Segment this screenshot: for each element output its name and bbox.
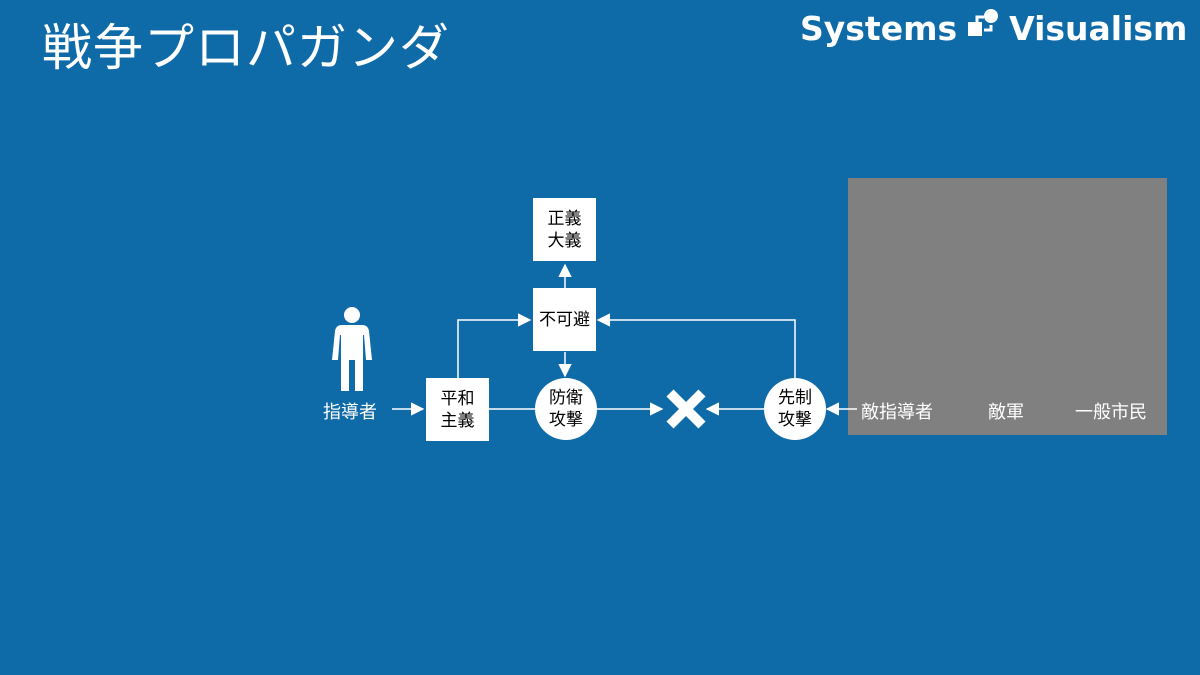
node-inevitable: 不可避 [533, 288, 596, 351]
edge-preemptive-to-inevitable [596, 313, 796, 379]
person-icon [332, 307, 372, 391]
edge-pacifism-to-inevitable [457, 313, 532, 378]
node-preemptive-line2: 攻撃 [778, 410, 812, 430]
label-leader: 指導者 [323, 402, 377, 423]
node-defense-line1: 防衛 [549, 388, 583, 408]
node-preemptive: 先制 攻撃 [764, 378, 826, 440]
node-justice: 正義 大義 [533, 198, 596, 261]
conflict-x-icon [666, 389, 706, 429]
brand-text-left: Systems [800, 8, 958, 48]
node-inevitable-label: 不可避 [539, 309, 590, 330]
node-justice-line2: 大義 [547, 230, 582, 251]
page-title: 戦争プロパガンダ [42, 19, 450, 77]
node-pacifism: 平和 主義 [426, 378, 489, 441]
enemy-side-overlay-panel [848, 178, 1167, 435]
systems-visualism-logo-icon [967, 8, 999, 48]
label-enemy-leader: 敵指導者 [861, 402, 933, 423]
node-defense: 防衛 攻撃 [535, 378, 597, 440]
node-defense-line2: 攻撃 [549, 410, 583, 430]
node-preemptive-line1: 先制 [778, 388, 812, 408]
brand-logo: Systems Visualism [800, 6, 1187, 50]
brand-text-right: Visualism [1009, 8, 1188, 48]
label-enemy-army: 敵軍 [988, 402, 1024, 423]
label-civilians: 一般市民 [1075, 402, 1147, 423]
node-pacifism-line2: 主義 [440, 410, 475, 431]
node-justice-line1: 正義 [547, 208, 582, 229]
node-pacifism-line1: 平和 [440, 388, 475, 409]
